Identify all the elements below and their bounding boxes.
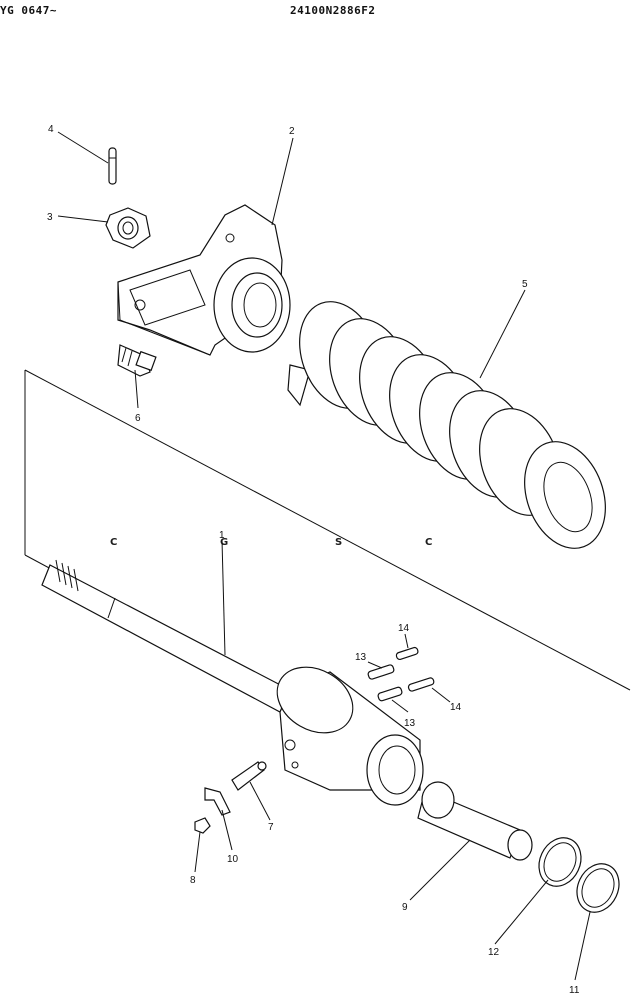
callout-9: 9 [402, 902, 408, 913]
callout-labels: 4 3 2 5 6 1 13 14 14 13 7 10 8 9 12 11 [47, 124, 580, 996]
key-parts [367, 646, 435, 702]
plug-part [194, 817, 211, 834]
grease-fitting-part [231, 761, 267, 791]
callout-3: 3 [47, 212, 53, 223]
watermark-letter-g: G [220, 537, 228, 548]
nut-part [105, 207, 151, 249]
callout-leaders [57, 131, 591, 981]
yoke-part [117, 204, 291, 356]
bolt-part [117, 344, 157, 377]
callout-6: 6 [135, 413, 141, 424]
pin-part [108, 147, 117, 185]
model-code-label: YG 0647~ [0, 4, 57, 17]
callout-10: 10 [227, 854, 239, 865]
callout-12: 12 [488, 947, 500, 958]
piston-part [417, 781, 533, 861]
lock-plate-part [204, 787, 231, 816]
callout-5: 5 [522, 279, 528, 290]
seal-ring-parts [538, 837, 620, 913]
callout-11: 11 [569, 985, 580, 996]
rod-cylinder-part [41, 559, 424, 806]
watermark-letter-c2: C [425, 537, 432, 548]
callout-13-lower: 13 [404, 718, 416, 729]
spring-part [287, 301, 606, 549]
watermark-letter-s: S [335, 537, 342, 548]
callout-7: 7 [268, 822, 274, 833]
drawing-number-label: 24100N2886F2 [290, 4, 376, 17]
callout-1: 1 [219, 530, 225, 541]
callout-14-lower: 14 [450, 702, 462, 713]
callout-8: 8 [190, 875, 196, 886]
callout-2: 2 [289, 126, 295, 137]
callout-13-upper: 13 [355, 652, 367, 663]
assembly-bracket-lines [24, 369, 631, 701]
callout-4: 4 [48, 124, 54, 135]
watermark-letter-c1: C [110, 537, 117, 548]
cgsc-watermark: C G S C [110, 537, 432, 548]
callout-14-upper: 14 [398, 623, 410, 634]
